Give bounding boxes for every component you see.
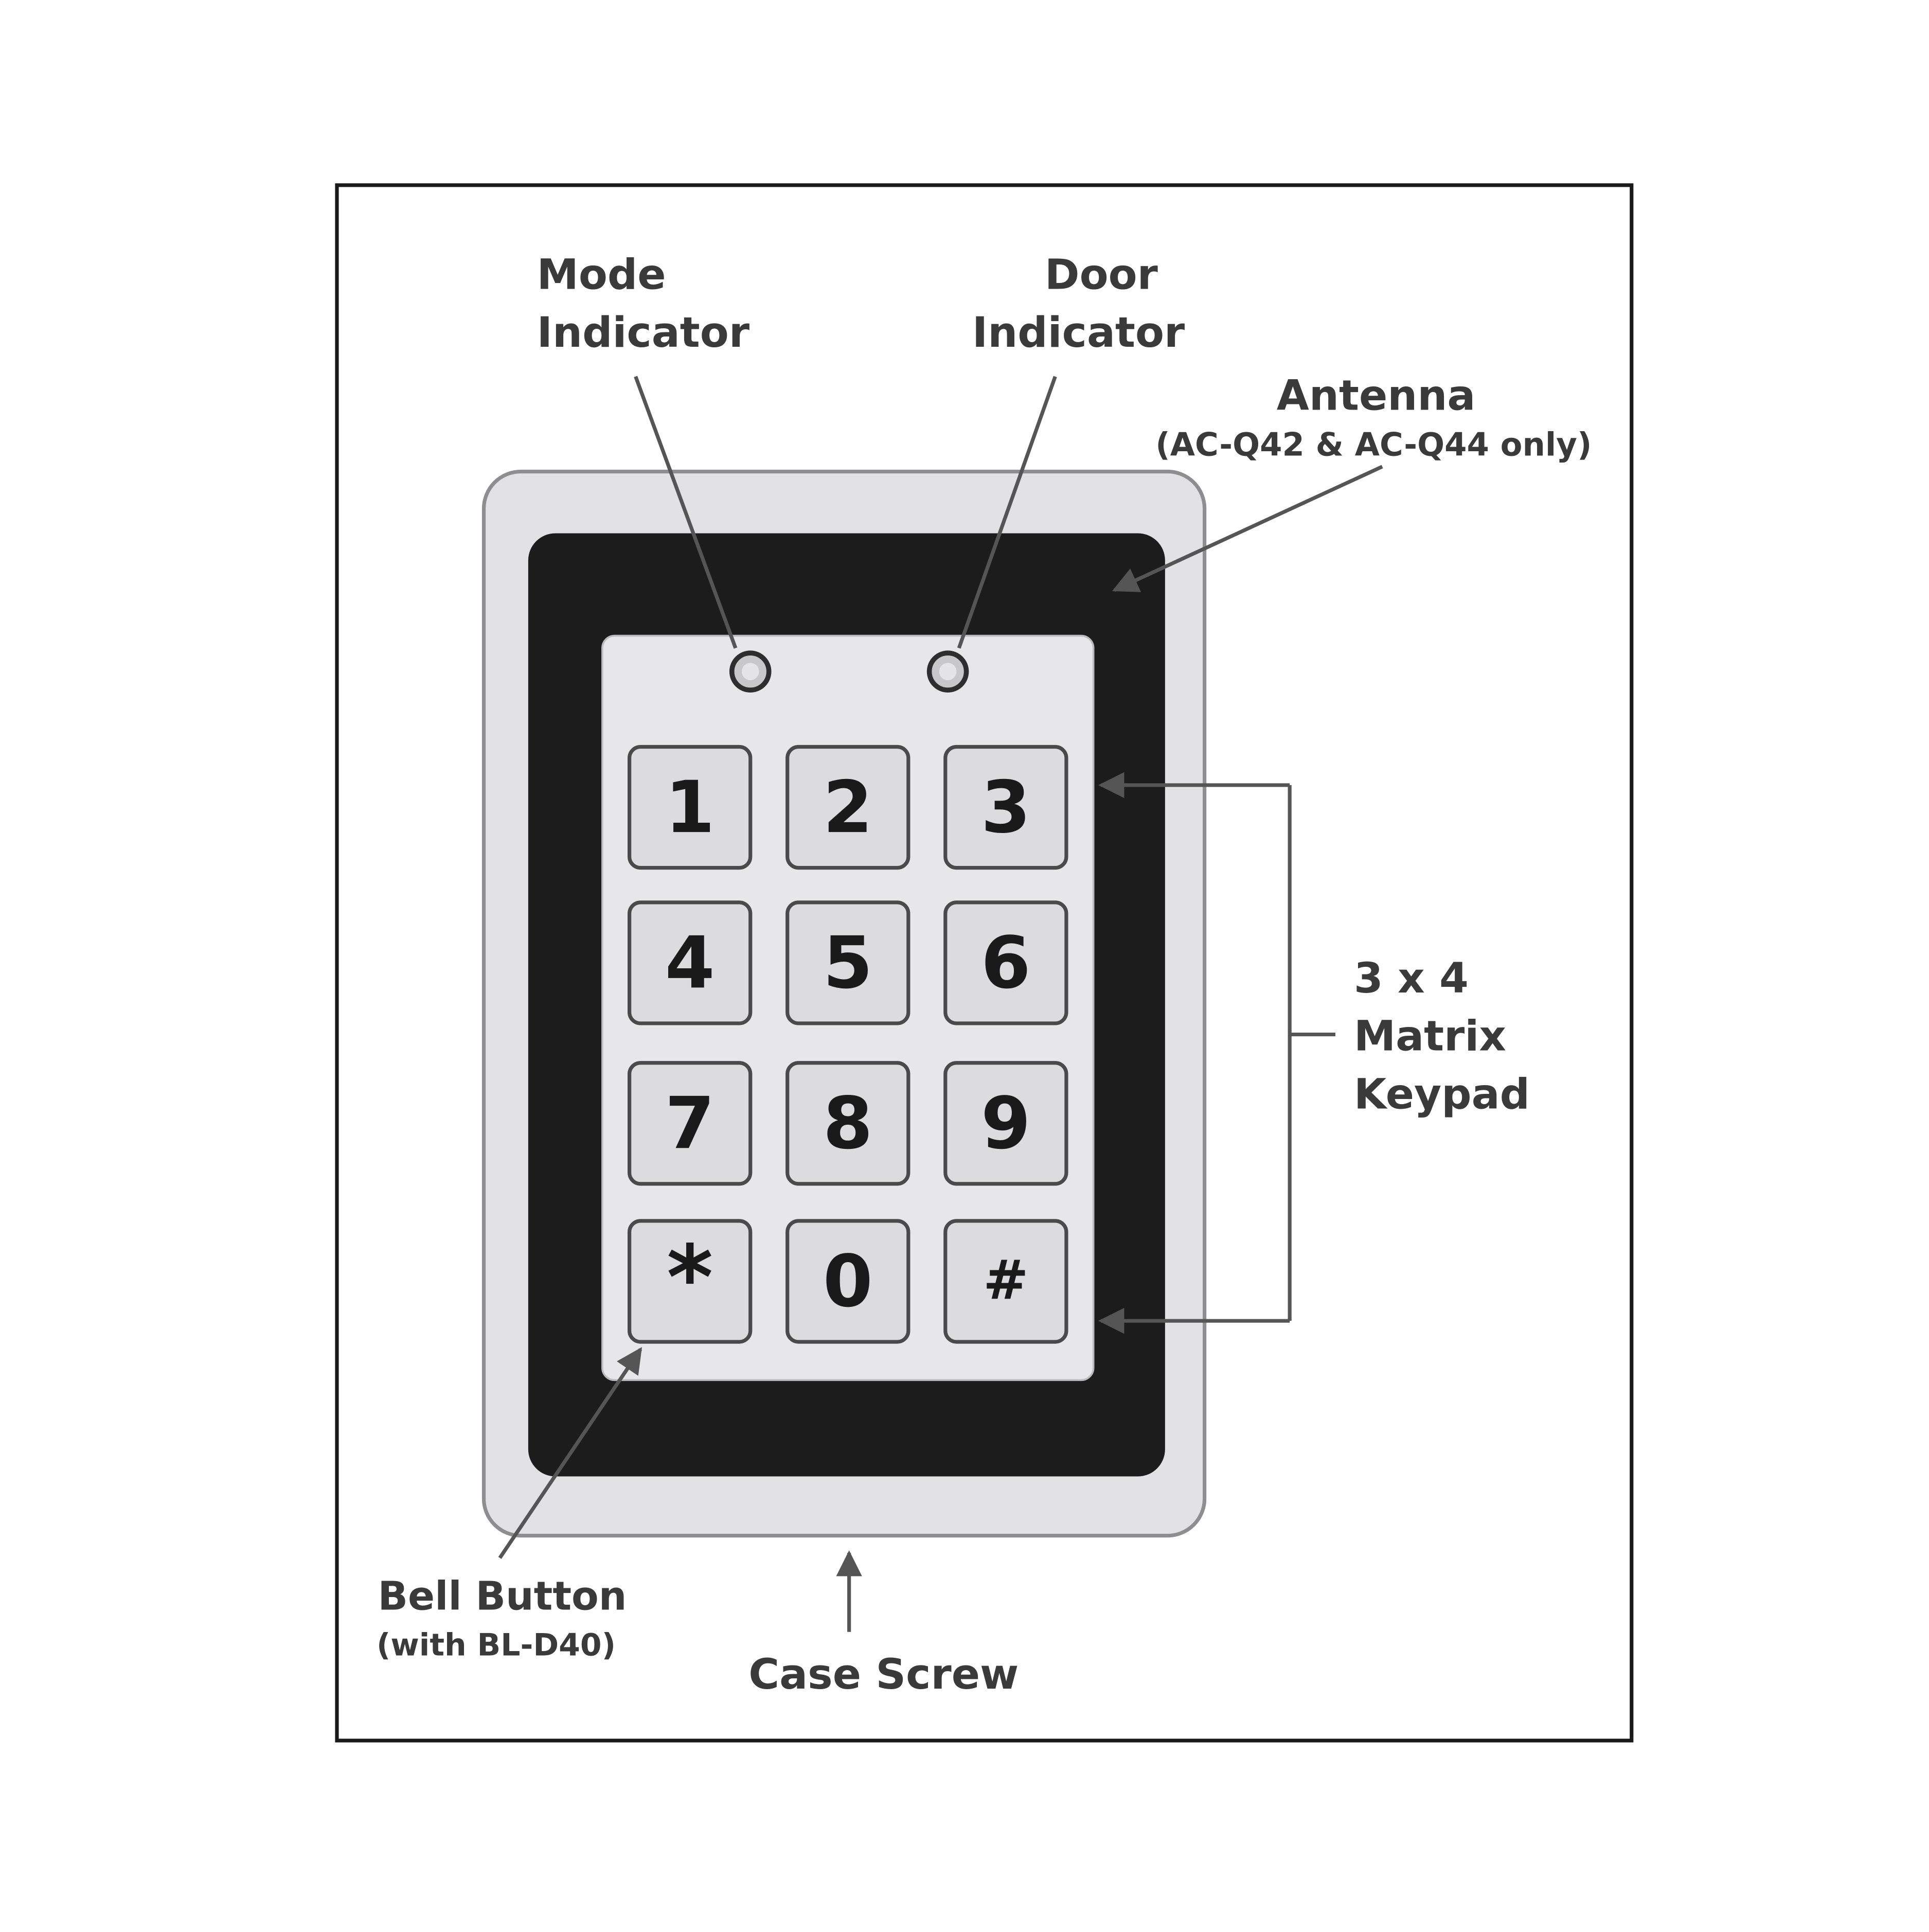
door-indicator-led (926, 650, 969, 693)
door-indicator-leader (957, 376, 1057, 649)
matrix-keypad-label-line-1: 3 x 4 (1354, 954, 1469, 1003)
leader-lines (498, 376, 1383, 1632)
key-face[interactable] (943, 900, 1068, 1025)
key-face[interactable] (785, 1061, 910, 1186)
key-face[interactable] (943, 745, 1068, 870)
key-face[interactable] (628, 1061, 753, 1186)
key-9[interactable]: 9 (943, 1061, 1068, 1186)
key-label: 1 (665, 766, 715, 849)
mode-indicator-led (729, 650, 772, 693)
key-7[interactable]: 7 (628, 1061, 753, 1186)
key-label: # (983, 1248, 1028, 1311)
key-label: 4 (665, 921, 715, 1004)
key-face[interactable] (628, 1219, 753, 1344)
key-label: 6 (981, 921, 1031, 1004)
mode-indicator-leader (634, 376, 738, 649)
bell-button-arrow (498, 1347, 642, 1559)
antenna-arrow (1112, 465, 1383, 592)
key-6[interactable]: 6 (943, 900, 1068, 1025)
key-face[interactable] (785, 1219, 910, 1344)
antenna-label: Antenna (1277, 371, 1476, 420)
key-label: 3 (981, 766, 1031, 849)
key-label: 5 (823, 921, 873, 1004)
matrix-keypad-label-line-3: Keypad (1354, 1070, 1530, 1119)
matrix-keypad-label: 3 x 4 Matrix Keypad (1354, 954, 1530, 1119)
door-indicator-label-line-2: Indicator (972, 308, 1185, 357)
keypad-keys: 1 2 3 4 5 6 7 8 9 * 0 # (628, 745, 1068, 1344)
key-label: 2 (823, 766, 873, 849)
bell-button-note: (with BL-D40) (377, 1627, 616, 1663)
mode-indicator-label: Mode Indicator (537, 250, 749, 357)
key-label: * (667, 1226, 713, 1330)
door-indicator-label-line-1: Door (1045, 250, 1158, 299)
key-face[interactable] (785, 745, 910, 870)
key-star[interactable]: * (628, 1219, 753, 1344)
mode-indicator-label-line-1: Mode (537, 250, 666, 299)
key-face[interactable] (785, 900, 910, 1025)
key-4[interactable]: 4 (628, 900, 753, 1025)
key-label: 0 (823, 1239, 873, 1323)
key-hash[interactable]: # (943, 1219, 1068, 1344)
key-face[interactable] (628, 745, 753, 870)
case-screw-label: Case Screw (748, 1650, 1019, 1699)
door-indicator-label: Door Indicator (972, 250, 1185, 357)
key-0[interactable]: 0 (785, 1219, 910, 1344)
matrix-keypad-label-line-2: Matrix (1354, 1012, 1506, 1061)
key-label: 9 (981, 1082, 1031, 1165)
key-label: 8 (823, 1082, 873, 1165)
key-2[interactable]: 2 (785, 745, 910, 870)
key-5[interactable]: 5 (785, 900, 910, 1025)
antenna-note: (AC-Q42 & AC-Q44 only) (1155, 426, 1592, 463)
key-face[interactable] (943, 1061, 1068, 1186)
mode-indicator-label-line-2: Indicator (537, 308, 749, 357)
key-3[interactable]: 3 (943, 745, 1068, 870)
key-face[interactable] (628, 900, 753, 1025)
key-face[interactable] (943, 1219, 1068, 1344)
key-label: 7 (665, 1082, 715, 1165)
bell-button-label: Bell Button (378, 1574, 627, 1620)
key-1[interactable]: 1 (628, 745, 753, 870)
key-8[interactable]: 8 (785, 1061, 910, 1186)
